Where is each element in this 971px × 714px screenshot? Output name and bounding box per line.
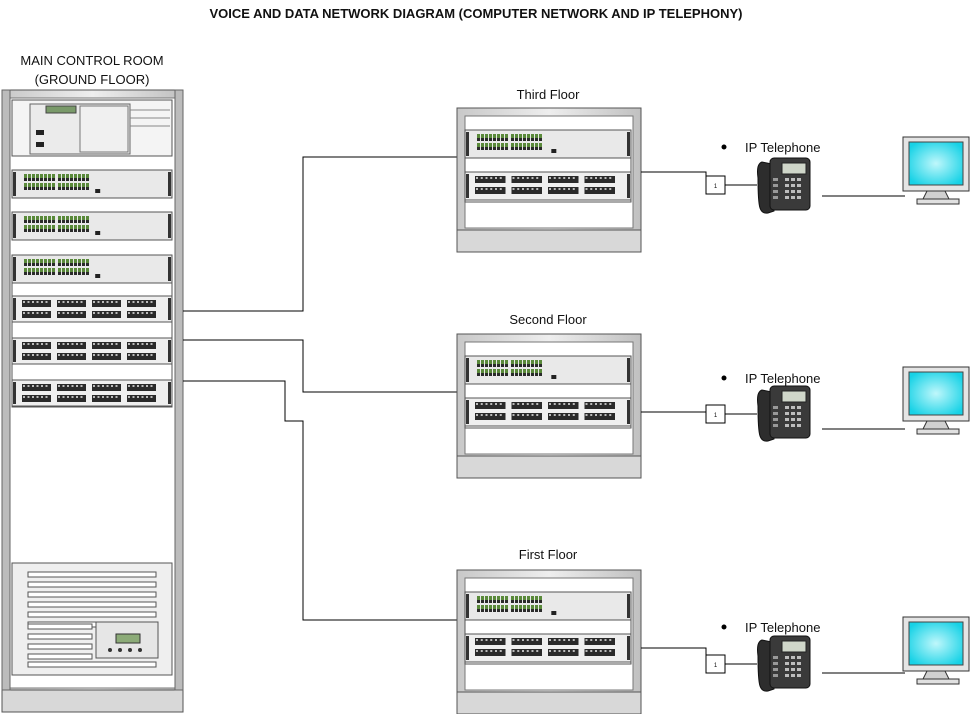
computer-monitor-icon xyxy=(902,616,970,685)
drop-cable xyxy=(641,647,707,664)
phone-label: IP Telephone xyxy=(745,140,820,155)
floor-rack xyxy=(456,569,642,714)
diagram-title: VOICE AND DATA NETWORK DIAGRAM (COMPUTER… xyxy=(210,6,743,21)
wall-jack-icon: 1 xyxy=(705,175,757,195)
floor-label: First Floor xyxy=(519,547,578,562)
patch-panel-icon xyxy=(11,379,173,407)
wall-jack-icon: 1 xyxy=(705,654,757,674)
computer-monitor-icon xyxy=(902,366,970,435)
bullet xyxy=(721,144,727,150)
floor-rack xyxy=(456,333,642,479)
jack-label: 1 xyxy=(714,663,718,669)
jack-label: 1 xyxy=(714,184,718,190)
floor-group: First Floor 1 IP Telephone xyxy=(456,547,970,714)
bullet xyxy=(721,624,727,630)
network-switch-icon xyxy=(11,211,173,241)
main-rack-server-unit xyxy=(11,99,173,157)
main-room-label-line2: (GROUND FLOOR) xyxy=(35,72,150,87)
main-rack-ups-unit xyxy=(11,562,173,676)
drop-cable xyxy=(641,411,707,414)
phone-label: IP Telephone xyxy=(745,371,820,386)
jack-label: 1 xyxy=(714,413,718,419)
ip-phone-icon xyxy=(757,157,811,214)
network-switch-icon xyxy=(464,129,632,159)
ip-phone-icon xyxy=(757,385,811,442)
phone-label: IP Telephone xyxy=(745,620,820,635)
computer-monitor-icon xyxy=(902,136,970,205)
bullet xyxy=(721,375,727,381)
patch-panel-icon xyxy=(464,171,632,201)
patch-panel-icon xyxy=(464,633,632,663)
main-rack xyxy=(1,89,184,713)
patch-panel-icon xyxy=(11,337,173,365)
ip-phone-icon xyxy=(757,635,811,692)
floor-label: Third Floor xyxy=(517,87,581,102)
floor-group: Second Floor 1 IP Telephone xyxy=(456,312,970,479)
patch-panel-icon xyxy=(11,295,173,323)
patch-panel-icon xyxy=(464,397,632,427)
network-switch-icon xyxy=(11,254,173,284)
floor-label: Second Floor xyxy=(509,312,587,327)
floor-rack xyxy=(456,107,642,253)
floor-group: Third Floor 1 IP Telephone xyxy=(456,87,970,253)
network-switch-icon xyxy=(464,355,632,385)
wall-jack-icon: 1 xyxy=(705,404,757,424)
backbone-cables xyxy=(183,156,463,621)
network-switch-icon xyxy=(464,591,632,621)
drop-cable xyxy=(641,171,707,185)
main-room-label-line1: MAIN CONTROL ROOM xyxy=(20,53,163,68)
network-switch-icon xyxy=(11,169,173,199)
